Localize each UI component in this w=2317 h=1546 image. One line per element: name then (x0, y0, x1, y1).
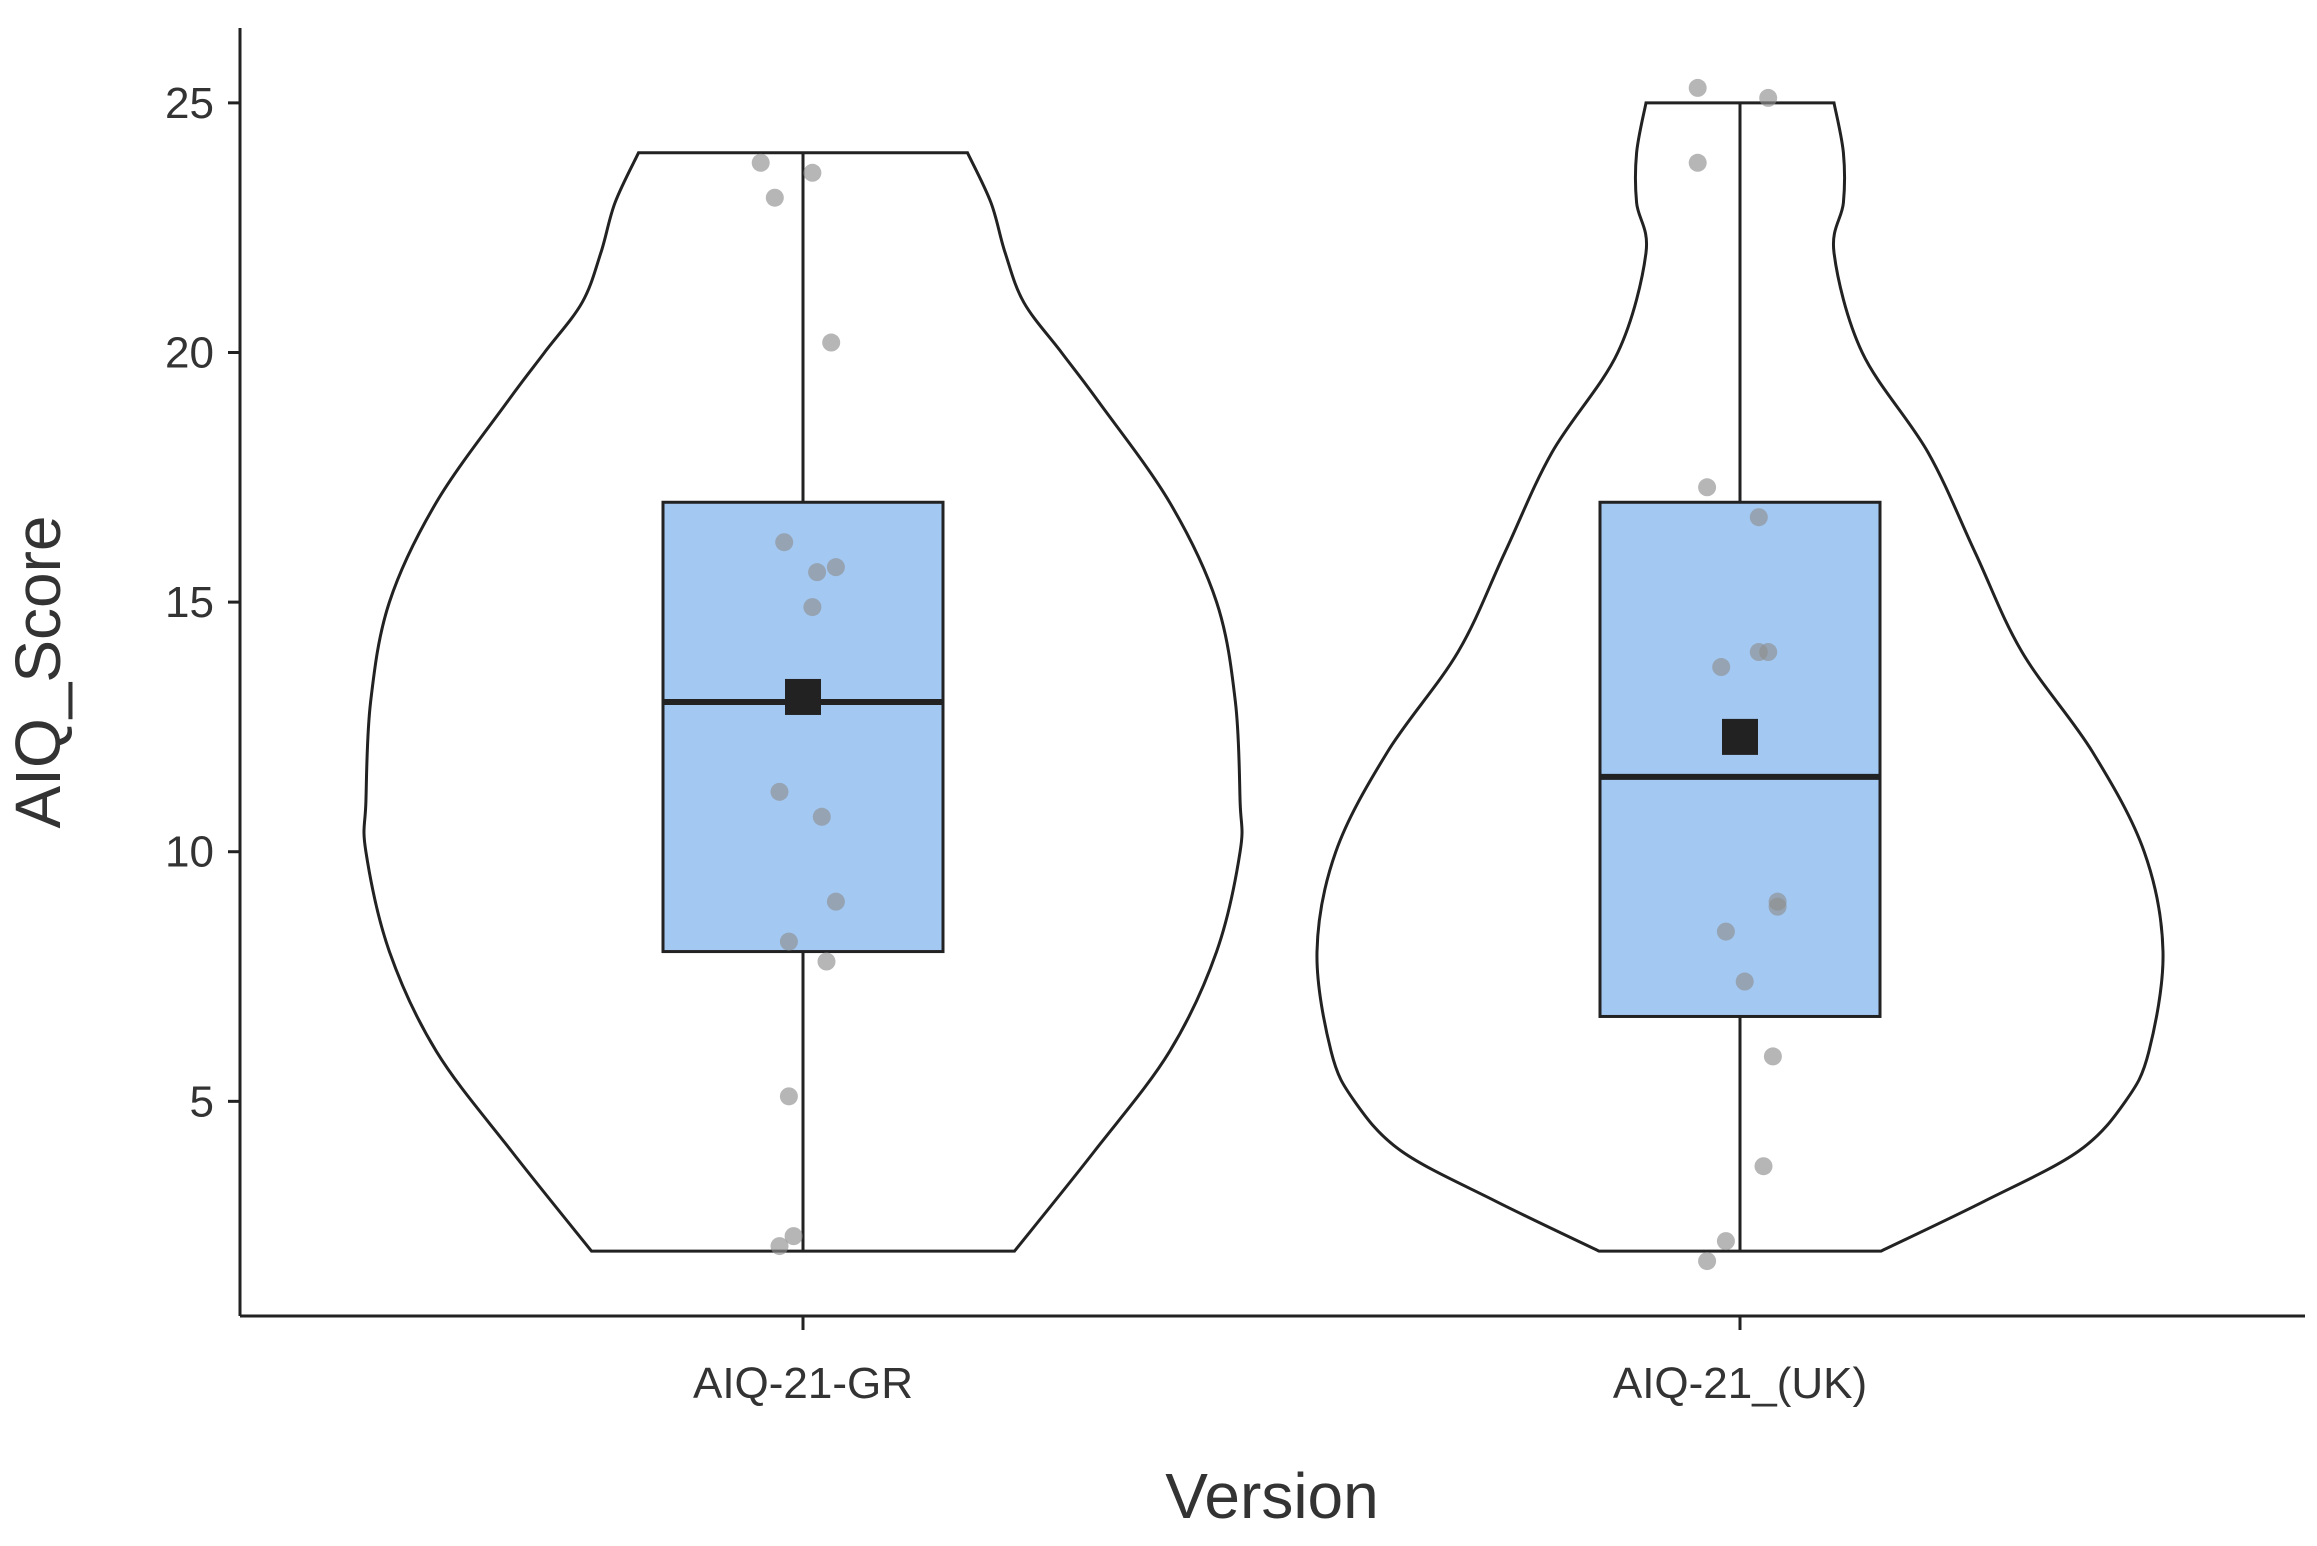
data-point (808, 563, 827, 582)
data-point (1735, 972, 1754, 991)
data-point (784, 1227, 803, 1246)
data-point (1749, 508, 1768, 527)
data-point (775, 533, 794, 552)
x-tick-label: AIQ-21-GR (693, 1359, 913, 1408)
data-point (1759, 643, 1778, 662)
data-point (779, 1087, 798, 1106)
y-tick-label: 5 (190, 1077, 214, 1126)
data-point (765, 188, 784, 207)
y-tick-label: 10 (165, 828, 214, 877)
mean-marker (785, 678, 821, 715)
iqr-box (661, 500, 945, 954)
data-point (1716, 922, 1735, 941)
data-point (817, 952, 836, 971)
data-point (1712, 658, 1731, 677)
plot-area (362, 78, 2165, 1271)
y-axis-ticks: 5 10 15 20 25 (165, 79, 240, 1126)
data-point (822, 333, 841, 352)
y-tick-label: 20 (165, 328, 214, 377)
group-1 (362, 151, 1244, 1256)
group-2 (1315, 78, 2165, 1271)
data-point (770, 1237, 789, 1256)
data-point (1768, 897, 1787, 916)
data-point (770, 782, 789, 801)
data-point (1688, 78, 1707, 97)
data-point (1688, 153, 1707, 172)
x-tick-label: AIQ-21_(UK) (1613, 1359, 1867, 1408)
data-point (1698, 1252, 1717, 1271)
data-point (803, 598, 822, 617)
x-axis-title: Version (1165, 1460, 1378, 1532)
data-point (751, 153, 770, 172)
data-point (1759, 88, 1778, 107)
mean-marker (1722, 718, 1758, 755)
data-point (826, 892, 845, 911)
data-point (803, 163, 822, 182)
data-point (1716, 1232, 1735, 1251)
data-point (1754, 1157, 1773, 1176)
data-point (1763, 1047, 1782, 1066)
y-axis-title: AIQ_Score (2, 515, 74, 828)
y-tick-label: 15 (165, 578, 214, 627)
x-axis-ticks: AIQ-21-GR AIQ-21_(UK) (693, 1316, 1867, 1408)
data-point (826, 558, 845, 577)
data-point (779, 932, 798, 951)
data-point (1698, 478, 1717, 497)
data-point (812, 807, 831, 826)
iqr-box (1598, 500, 1882, 1018)
y-tick-label: 25 (165, 79, 214, 128)
